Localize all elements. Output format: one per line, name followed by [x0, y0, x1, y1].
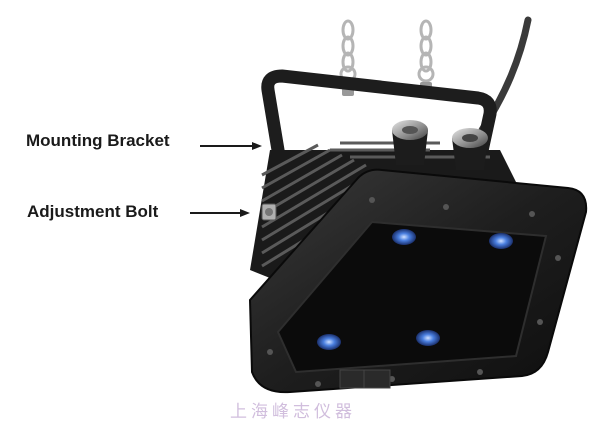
callout-arrow-adjustment [190, 209, 250, 217]
adjustment-bolt [261, 203, 277, 221]
cable-glands [392, 120, 488, 170]
led-modules [317, 229, 513, 350]
lens-panel [276, 220, 548, 374]
watermark-text: 上海峰志仪器 [230, 402, 356, 422]
nameplate [339, 369, 391, 389]
suspension-chains [339, 19, 435, 83]
callout-arrow-mounting [200, 142, 262, 150]
mounting-bracket [261, 69, 497, 212]
adjustment-bolt-label: Adjustment Bolt [27, 202, 159, 221]
mounting-bracket-label: Mounting Bracket [26, 131, 170, 150]
